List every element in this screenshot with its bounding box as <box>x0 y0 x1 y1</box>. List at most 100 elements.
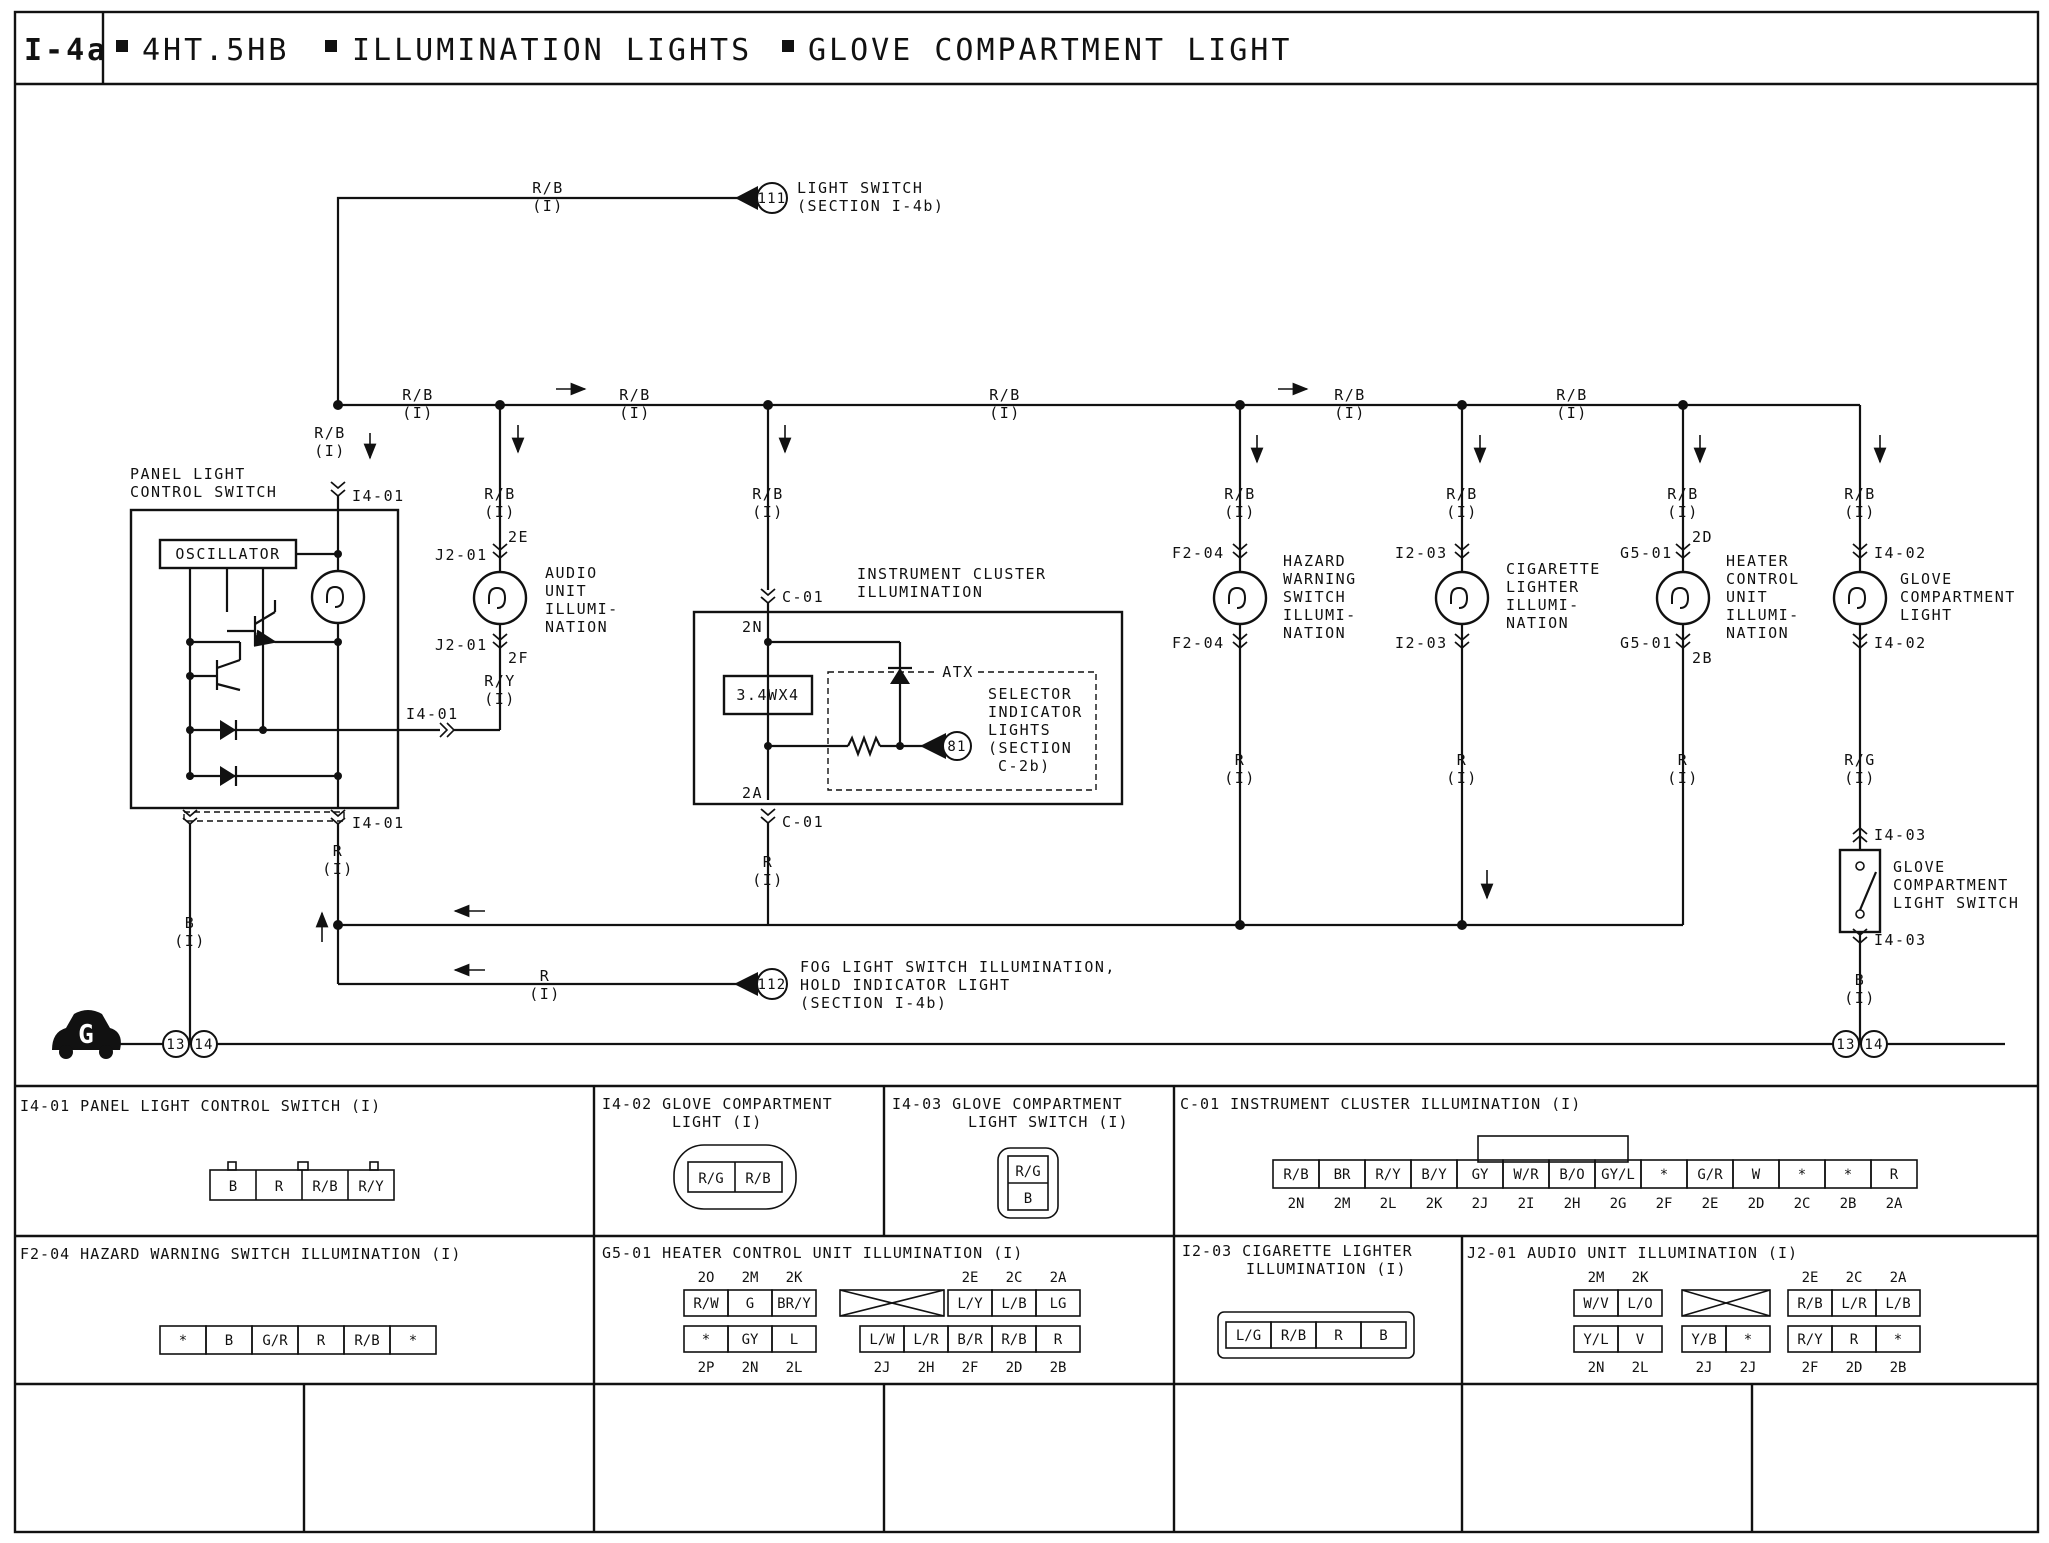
c01-cell-label: B/O <box>1559 1167 1584 1183</box>
svg-text:(I): (I) <box>1446 503 1478 521</box>
svg-text:2D: 2D <box>1692 528 1713 546</box>
svg-text:R/B: R/B <box>745 1171 770 1187</box>
svg-text:2B: 2B <box>1692 649 1713 667</box>
g501-cell-label: R <box>1054 1332 1063 1348</box>
bullet-icon <box>325 40 337 52</box>
j201-cell-label: * <box>1894 1332 1902 1348</box>
c01-pin: 2C <box>1794 1196 1811 1212</box>
svg-text:NATION: NATION <box>1726 624 1789 642</box>
svg-text:HAZARD: HAZARD <box>1283 552 1346 570</box>
j201-blank <box>1681 1289 1771 1317</box>
j201-cell-label: V <box>1636 1332 1645 1348</box>
j201-cell <box>1875 1289 1921 1317</box>
oscillator-label: OSCILLATOR <box>175 545 280 563</box>
svg-text:NATION: NATION <box>1506 614 1569 632</box>
svg-text:C-2b): C-2b) <box>998 757 1051 775</box>
svg-text:13: 13 <box>166 1037 185 1053</box>
g501-pin: 2E <box>962 1270 979 1286</box>
svg-text:R/B: R/B <box>989 386 1021 404</box>
c01-pin: 2G <box>1610 1196 1627 1212</box>
svg-text:GLOVE: GLOVE <box>1893 858 1946 876</box>
svg-text:(SECTION I-4b): (SECTION I-4b) <box>800 994 947 1012</box>
svg-text:R: R <box>1678 751 1689 769</box>
panel-label: CONTROL SWITCH <box>130 483 277 501</box>
svg-text:I4-01: I4-01 <box>352 814 405 832</box>
g501-pin: 2O <box>698 1270 715 1286</box>
svg-text:R: R <box>1457 751 1468 769</box>
glove-compartment-light-switch: I4-03 GLOVE COMPARTMENT LIGHT SWITCH I4-… <box>1838 826 2018 1007</box>
svg-text:G5-01 HEATER CONTROL UNIT ILL: G5-01 HEATER CONTROL UNIT ILLUMINATION (… <box>602 1244 1023 1262</box>
svg-text:112: 112 <box>758 977 787 993</box>
svg-text:ILLUMI-: ILLUMI- <box>1283 606 1357 624</box>
svg-text:LIGHT SWITCH (I): LIGHT SWITCH (I) <box>968 1113 1129 1131</box>
c01-pin: 2K <box>1426 1196 1443 1212</box>
table-i4-01: I4-01 PANEL LIGHT CONTROL SWITCH (I) B R… <box>20 1097 395 1201</box>
c01-cell-label: * <box>1798 1167 1806 1183</box>
svg-text:(I): (I) <box>752 503 784 521</box>
svg-text:R/B: R/B <box>1224 485 1256 503</box>
svg-text:(I): (I) <box>1446 769 1478 787</box>
wire-label: (I) <box>532 197 564 215</box>
svg-text:(SECTION: (SECTION <box>988 739 1072 757</box>
svg-text:I4-01: I4-01 <box>352 487 405 505</box>
svg-text:2E: 2E <box>508 528 529 546</box>
svg-text:WARNING: WARNING <box>1283 570 1357 588</box>
c01-cell-label: B/Y <box>1421 1167 1447 1183</box>
table-f2-04: F2-04 HAZARD WARNING SWITCH ILLUMINATION… <box>20 1245 460 1355</box>
svg-text:I4-03: I4-03 <box>1874 931 1927 949</box>
g501-cell-label: L/Y <box>957 1296 983 1312</box>
j201-cell-label: R <box>1850 1332 1859 1348</box>
g501-pin: 2F <box>962 1360 979 1376</box>
g501-pin: 2N <box>742 1360 759 1376</box>
g501-pin: 2C <box>1006 1270 1023 1286</box>
svg-text:C-01: C-01 <box>782 588 824 606</box>
panel-light-control-switch: PANEL LIGHT CONTROL SWITCH R/B (I) I4-01… <box>129 424 500 1044</box>
i203-cell-label: R <box>1334 1328 1343 1344</box>
svg-text:(I): (I) <box>1334 404 1366 422</box>
svg-text:INDICATOR: INDICATOR <box>988 703 1083 721</box>
svg-text:G5-01: G5-01 <box>1620 544 1673 562</box>
hazard-warning-switch-illumination: R/B (I) F2-04 F2-04 HAZARD WARNING SWITC… <box>1172 405 1357 925</box>
svg-text:I2-03: I2-03 <box>1395 634 1448 652</box>
source-section: (SECTION I-4b) <box>797 197 944 215</box>
svg-text:B: B <box>1024 1191 1032 1207</box>
instrument-cluster-illumination: R/B (I) C-01 INSTRUMENT CLUSTER ILLUMINA… <box>692 405 1124 925</box>
c01-pin: 2J <box>1472 1196 1489 1212</box>
svg-text:R: R <box>1235 751 1246 769</box>
svg-text:R: R <box>763 853 774 871</box>
svg-text:B: B <box>1855 971 1866 989</box>
g501-cell <box>771 1325 817 1353</box>
source-111-light-switch: 111 LIGHT SWITCH (SECTION I-4b) <box>756 179 944 215</box>
j201-pin: 2N <box>1588 1360 1605 1376</box>
header-title-3: GLOVE COMPARTMENT LIGHT <box>808 33 1292 68</box>
svg-text:J2-01 AUDIO UNIT ILLUMINATION: J2-01 AUDIO UNIT ILLUMINATION (I) <box>1467 1244 1798 1262</box>
svg-text:I4-02: I4-02 <box>1874 634 1927 652</box>
svg-text:(I): (I) <box>402 404 434 422</box>
svg-text:R/B: R/B <box>1556 386 1588 404</box>
j201-pin: 2D <box>1846 1360 1863 1376</box>
svg-text:LIGHT: LIGHT <box>1900 606 1953 624</box>
svg-text:NATION: NATION <box>545 618 608 636</box>
table-i4-02: I4-02 GLOVE COMPARTMENT LIGHT (I) R/G R/… <box>602 1095 832 1210</box>
bullet-icon <box>782 40 794 52</box>
c01-cell-label: R/B <box>1283 1167 1308 1183</box>
g501-cell-label: B/R <box>957 1332 983 1348</box>
svg-text:C-01 INSTRUMENT CLUSTER ILLU: C-01 INSTRUMENT CLUSTER ILLUMINATION (I) <box>1180 1095 1581 1113</box>
c01-cell-label: R <box>1890 1167 1899 1183</box>
wire-label: R/B <box>532 179 564 197</box>
svg-text:G5-01: G5-01 <box>1620 634 1673 652</box>
svg-text:(I): (I) <box>529 985 561 1003</box>
svg-text:R/B: R/B <box>1667 485 1699 503</box>
g501-cell-label: L/B <box>1001 1296 1026 1312</box>
g501-pin: 2K <box>786 1270 803 1286</box>
g501-cell-label: G <box>746 1296 754 1312</box>
svg-text:R/B: R/B <box>484 485 516 503</box>
g501-pin: 2A <box>1050 1270 1067 1286</box>
cigarette-lighter-illumination: R/B (I) I2-03 I2-03 CIGARETTE LIGHTER IL… <box>1395 405 1599 925</box>
svg-text:LIGHTER: LIGHTER <box>1506 578 1580 596</box>
g501-pin: 2B <box>1050 1360 1067 1376</box>
c01-pin: 2H <box>1564 1196 1581 1212</box>
f204-cell-label: R <box>317 1333 326 1349</box>
bus-junctions <box>333 400 1688 930</box>
